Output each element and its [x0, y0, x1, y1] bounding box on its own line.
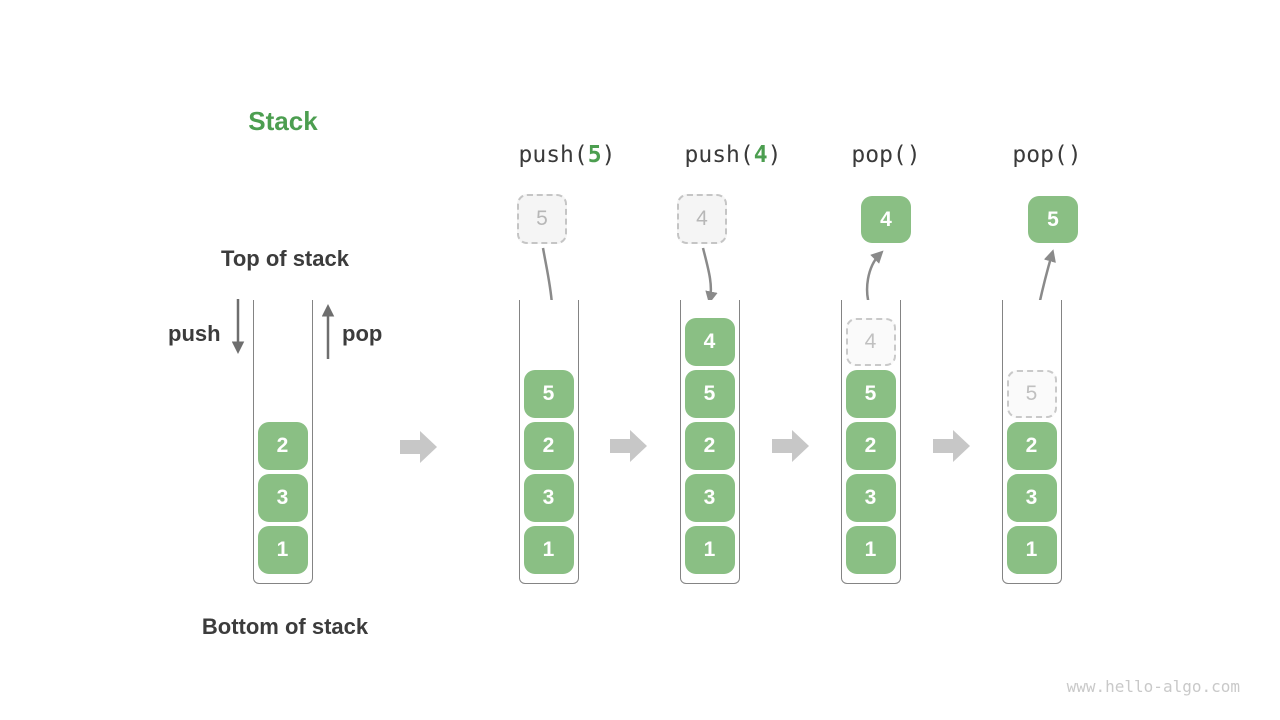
- top-of-stack-label: Top of stack: [221, 246, 349, 271]
- stack-item: 4: [684, 318, 735, 366]
- push-curve-arrow-icon: [701, 247, 718, 304]
- stack-item: 2: [257, 422, 308, 470]
- op-arg-text: 5: [587, 142, 602, 168]
- stack-container-stage-3: 4 5 2 3 1: [680, 300, 740, 584]
- page-title: Stack: [248, 106, 318, 136]
- stack-item: 1: [1006, 526, 1057, 574]
- popped-slot-ghost: 5: [1006, 370, 1057, 418]
- popped-value-box: 5: [1028, 196, 1078, 243]
- incoming-value-box: 4: [677, 194, 727, 244]
- stack-item: 2: [684, 422, 735, 470]
- bottom-of-stack-label: Bottom of stack: [201, 614, 369, 639]
- stack-item: 2: [523, 422, 574, 470]
- stage-transition-arrow-icon: [772, 430, 809, 462]
- stack-item: 5: [845, 370, 896, 418]
- stack-item: 3: [257, 474, 308, 522]
- incoming-value-box: 5: [517, 194, 567, 244]
- op-close-text: ): [601, 142, 616, 168]
- stack-container-stage-2: 5 2 3 1: [519, 300, 579, 584]
- op-close-text: ): [767, 142, 782, 168]
- operation-label-push-4: push(4): [685, 142, 782, 168]
- operation-label-pop-2: pop(): [1012, 142, 1081, 168]
- stage-transition-arrow-icon: [933, 430, 970, 462]
- stack-item: 3: [845, 474, 896, 522]
- stack-item: 3: [684, 474, 735, 522]
- stage-transition-arrow-icon: [610, 430, 647, 462]
- op-fn-text: pop(: [1012, 142, 1068, 168]
- popped-slot-ghost: 4: [845, 318, 896, 366]
- stack-item: 1: [523, 526, 574, 574]
- pop-label: pop: [342, 321, 383, 346]
- stack-item: 1: [845, 526, 896, 574]
- op-close-text: ): [906, 142, 921, 168]
- stack-item: 2: [1006, 422, 1057, 470]
- op-fn-text: push(: [684, 142, 754, 168]
- operation-label-pop-1: pop(): [851, 142, 920, 168]
- watermark: www.hello-algo.com: [1066, 677, 1240, 696]
- operation-label-push-5: push(5): [519, 142, 616, 168]
- stack-item: 2: [845, 422, 896, 470]
- stack-item: 1: [257, 526, 308, 574]
- stack-container-stage-5: 5 2 3 1: [1002, 300, 1062, 584]
- stack-container-stage-1: 2 3 1: [253, 300, 313, 584]
- stack-container-stage-4: 4 5 2 3 1: [841, 300, 901, 584]
- op-arg-text: 4: [753, 142, 768, 168]
- push-label: push: [168, 321, 221, 346]
- op-fn-text: pop(: [851, 142, 907, 168]
- stack-item: 5: [684, 370, 735, 418]
- stage-transition-arrow-icon: [400, 431, 437, 463]
- stack-item: 3: [1006, 474, 1057, 522]
- op-fn-text: push(: [518, 142, 588, 168]
- stack-item: 1: [684, 526, 735, 574]
- stack-item: 5: [523, 370, 574, 418]
- stack-item: 3: [523, 474, 574, 522]
- popped-value-box: 4: [861, 196, 911, 243]
- op-close-text: ): [1067, 142, 1082, 168]
